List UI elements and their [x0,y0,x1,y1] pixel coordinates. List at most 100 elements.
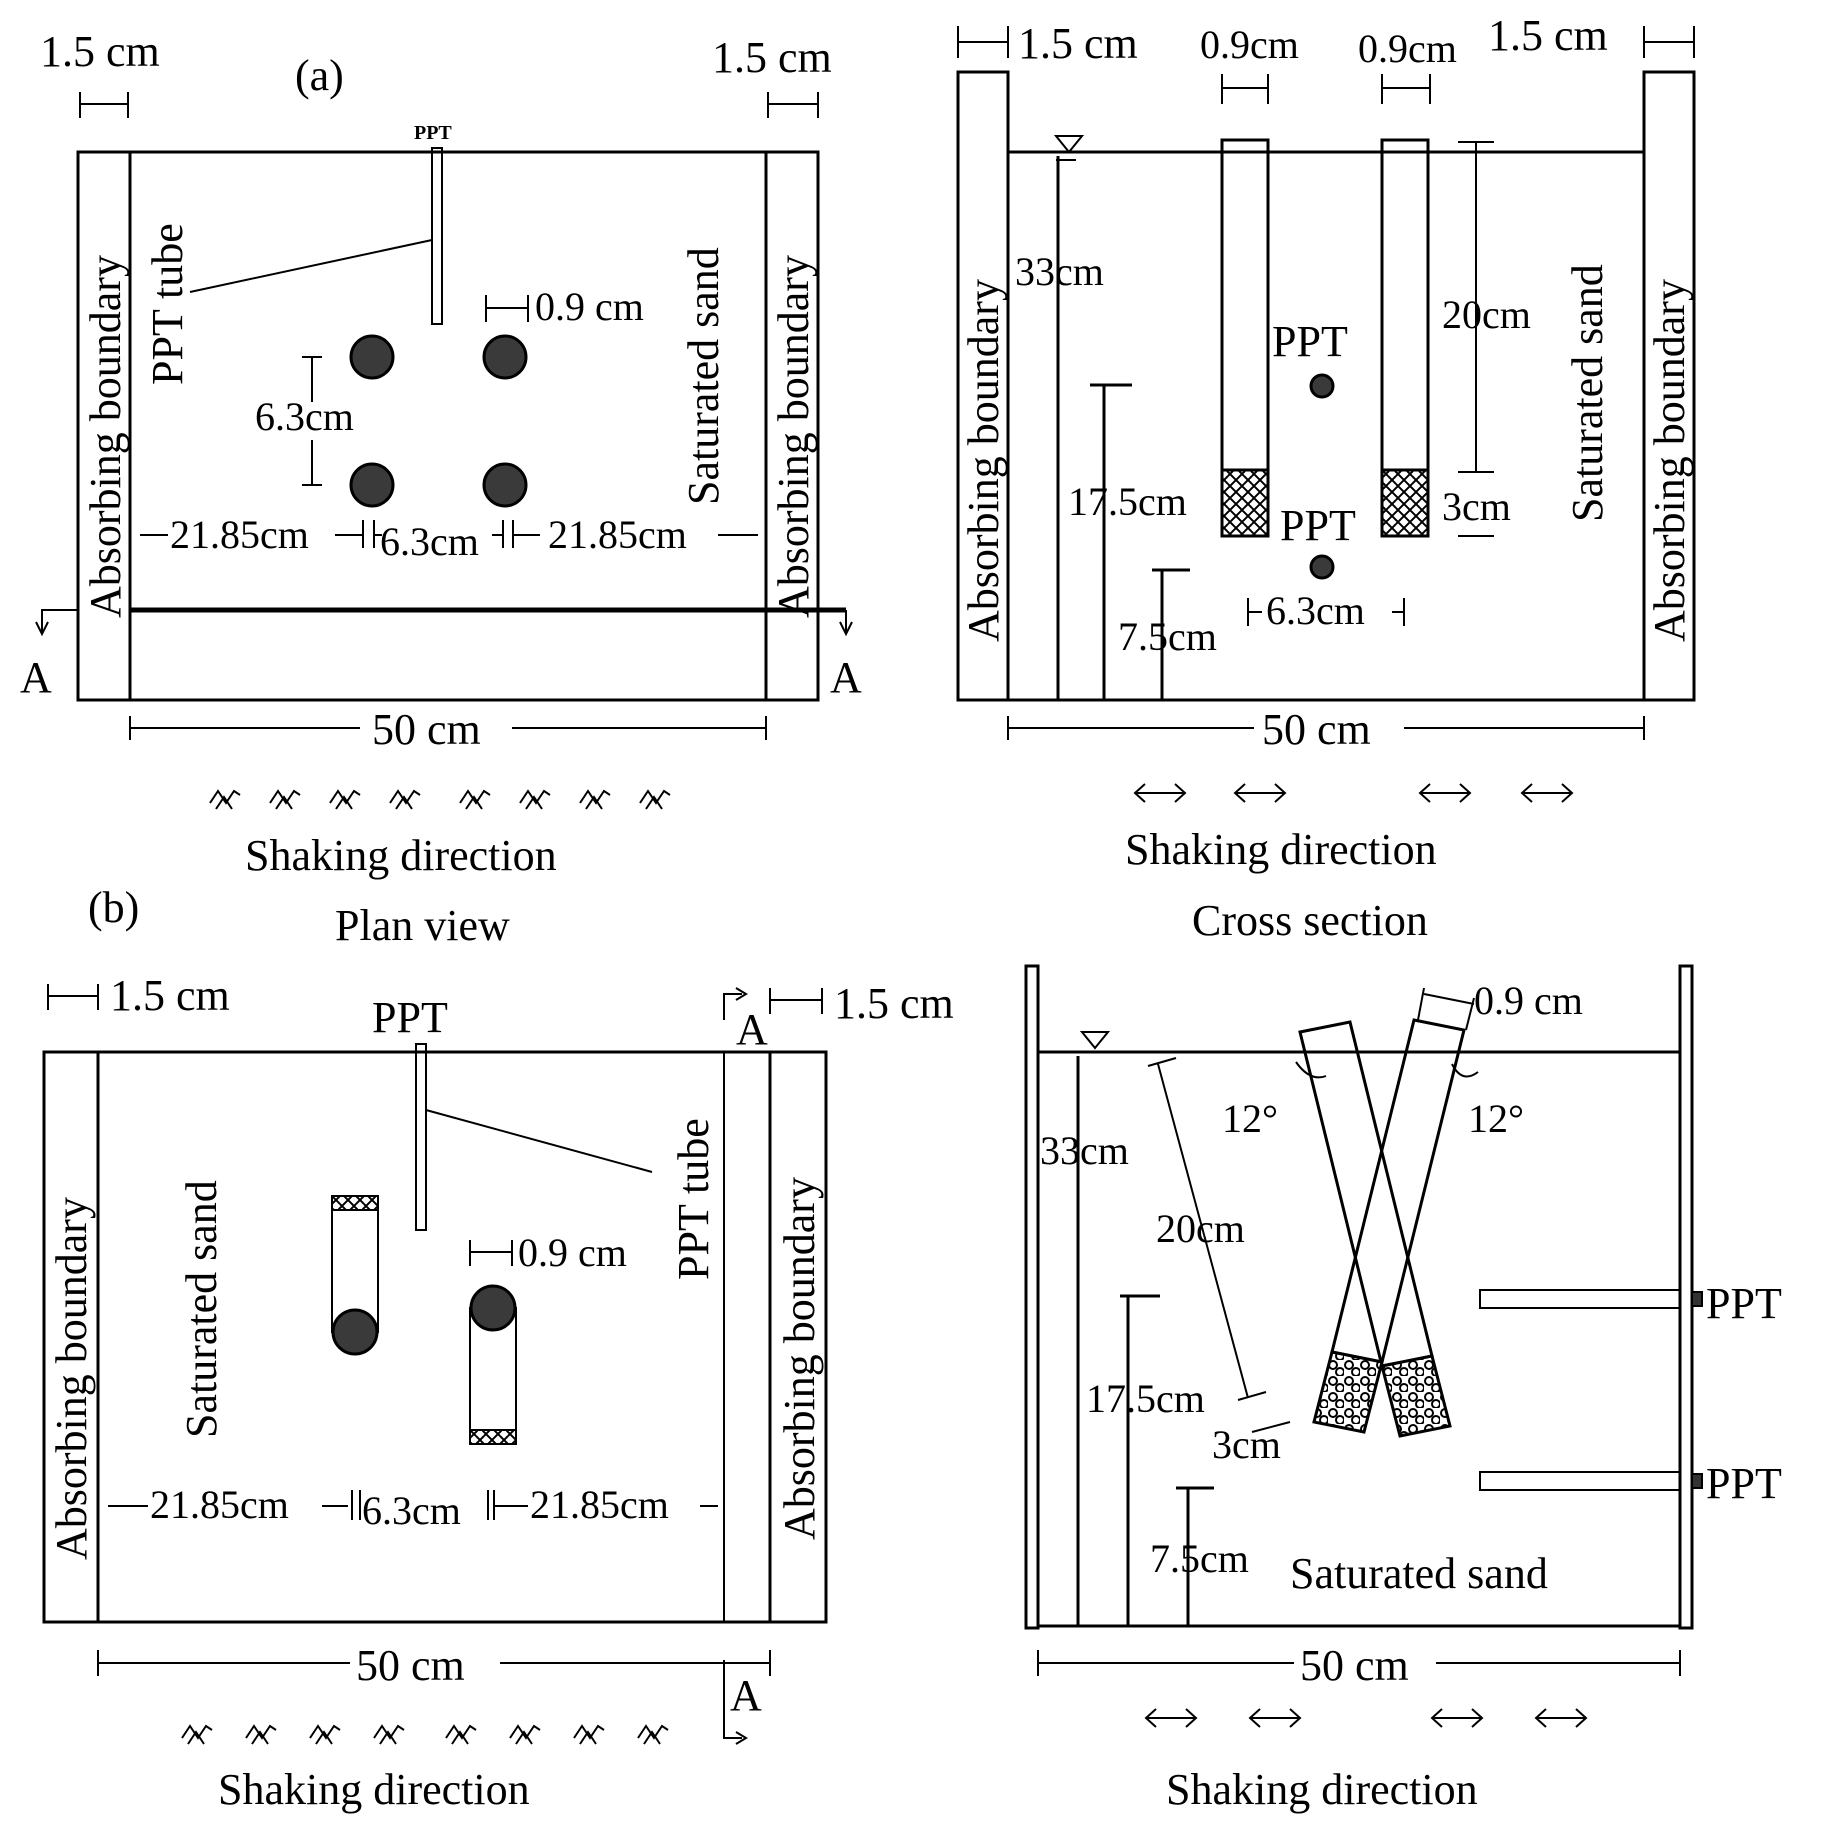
plan-a-section-right: A [830,653,862,702]
panel-a-plan-dim-right: 1.5 cm [712,33,832,82]
panel-b-plan-spacing-mid: 6.3cm [362,1488,461,1533]
plan-b-pile-left [331,1195,379,1356]
section-b-pile-diameter: 0.9 cm [1474,978,1583,1023]
plan-a-boundary-left-wall [76,150,132,702]
section-a-boundary-right-wall [1642,70,1696,702]
plan-b-shaking-arrows [181,1725,669,1745]
section-b-ppt-upper-label: PPT [1706,1279,1782,1328]
section-b-angle-left: 12° [1222,1096,1278,1141]
plan-b-section-strip [723,1051,771,1623]
section-a-shaking-label: Shaking direction [1125,825,1437,874]
plan-a-ppt-label: PPT [414,122,452,144]
section-b-shaking-label: Shaking direction [1166,1765,1478,1814]
plan-a-pile-diameter: 0.9 cm [535,284,644,329]
section-a-pile-1-plug [1220,468,1270,538]
section-b-ppt-tube-lower [1479,1471,1681,1491]
section-a-depth: 33cm [1015,249,1104,294]
panel-b-plan-dim-left: 1.5 cm [110,971,230,1020]
plan-b-ppt-tube-label: PPT tube [669,1118,718,1280]
plan-a-width: 50 cm [372,705,481,754]
section-a-pile2-diameter: 0.9cm [1358,26,1457,71]
plan-a-dim-right: 1.5 cm [712,33,832,118]
panel-a-section-dim-right: 1.5 cm [1488,11,1608,60]
plan-b-ppt-label: PPT [372,993,448,1042]
section-b-ppt-lower-sensor [1691,1473,1703,1489]
section-a-pile-2-plug [1380,468,1430,538]
section-a-ppt-lower [1309,554,1335,580]
section-a-pile-length: 20cm [1442,292,1531,337]
plan-b-boundary-right-wall [768,1050,828,1624]
panel-a-tag: (a) [295,51,344,100]
section-b-left-wall [1024,964,1040,1630]
plan-a-pile [482,462,528,508]
plan-b-dim-left: 1.5 cm [47,971,230,1020]
plan-b-section-bottom: A [730,1671,762,1720]
section-b-plug-length: 3cm [1212,1422,1281,1467]
section-b-ppt-upper-height: 17.5cm [1086,1376,1205,1421]
section-a-plug-length: 3cm [1442,484,1511,529]
section-b-pile-right [1312,1018,1466,1434]
section-a-pile-1 [1220,138,1270,472]
section-b-shaking-arrows [1145,1708,1587,1728]
plan-a-shaking-arrows [209,790,671,810]
section-a-shaking-arrows [1134,783,1573,803]
plan-a-caption: Plan view [335,901,510,950]
plan-b-boundary-left: Absorbing boundary [47,1197,96,1560]
section-a-pile-2 [1380,138,1430,472]
plan-a-ppt-tube-label: PPT tube [143,223,192,385]
section-a-ppt-lower-height: 7.5cm [1118,614,1217,659]
plan-a-pile [349,334,395,380]
section-b-angle-right: 12° [1468,1096,1524,1141]
plan-a-boundary-right: Absorbing boundary [769,255,818,618]
section-b-sand-label: Saturated sand [1290,1549,1548,1598]
plan-b-dim-right: 1.5 cm [769,979,954,1028]
section-a-boundary-left: Absorbing boundary [959,279,1008,642]
section-b-right-wall [1678,964,1694,1630]
plan-a-ppt-tube [431,147,443,325]
plan-b-ppt-tube [415,1043,427,1231]
plan-a-horizontal-dims: 21.85cm 6.3cm 21.85cm [140,512,758,564]
section-a-boundary-left-wall [956,70,1010,702]
plan-a-dim-left: 1.5 cm [40,27,160,118]
plan-a-pile [349,462,395,508]
plan-a-spacing-vertical: 6.3cm [255,394,354,439]
panel-a-section-dim-left: 1.5 cm [1018,19,1138,68]
panel-b-plan-dim-right: 1.5 cm [834,979,954,1028]
section-b-ppt-upper-sensor [1691,1291,1703,1307]
section-b-width: 50 cm [1300,1641,1409,1690]
plan-b-section-top: A [736,1005,768,1054]
section-a-pile1-diameter: 0.9cm [1200,22,1299,67]
section-b-ppt-lower-label: PPT [1706,1459,1782,1508]
plan-b-boundary-left-wall [42,1050,100,1624]
section-b-pile-length: 20cm [1156,1206,1245,1251]
section-a-boundary-right: Absorbing boundary [1645,279,1694,642]
panel-a-plan-dim-left: 1.5 cm [40,27,160,76]
plan-b-shaking-label: Shaking direction [218,1765,530,1814]
plan-b-sand-label: Saturated sand [177,1180,226,1438]
panel-b-plan-view: (b) 1.5 cm 1.5 cm Absorbing boundary Abs… [42,883,954,1814]
section-a-sand-label: Saturated sand [1563,264,1612,522]
plan-b-horizontal-dims: 21.85cm 6.3cm 21.85cm [108,1482,718,1533]
panel-a-plan-spacing-mid: 6.3cm [380,519,479,564]
section-a-pile-spacing: 6.3cm [1266,588,1365,633]
section-a-width: 50 cm [1262,705,1371,754]
section-a-ppt-upper [1309,373,1335,399]
plan-b-width: 50 cm [356,1641,465,1690]
panel-b-cross-section: 33cm 17.5cm 7.5cm 0.9 cm 12° 12° 20cm 3c… [1024,964,1782,1814]
section-a-dim-left: 1.5 cm [957,19,1138,68]
plan-a-shaking-label: Shaking direction [245,831,557,880]
section-b-ppt-lower-height: 7.5cm [1150,1536,1249,1581]
panel-a-plan-gap-right: 21.85cm [548,512,687,557]
plan-a-section-left: A [20,653,52,702]
plan-a-pile [482,334,528,380]
panel-b-plan-gap-right: 21.85cm [530,1482,669,1527]
section-b-ppt-tube-upper [1479,1289,1681,1309]
plan-b-boundary-right: Absorbing boundary [775,1177,824,1540]
panel-a-plan-view: (a) 1.5 cm 1.5 cm Absorbing boundary Abs… [20,27,862,950]
plan-b-pile-right [469,1284,517,1445]
panel-b-tag: (b) [88,883,139,932]
section-a-caption: Cross section [1192,896,1428,945]
section-b-depth: 33cm [1040,1128,1129,1173]
plan-a-sand-label: Saturated sand [679,247,728,505]
